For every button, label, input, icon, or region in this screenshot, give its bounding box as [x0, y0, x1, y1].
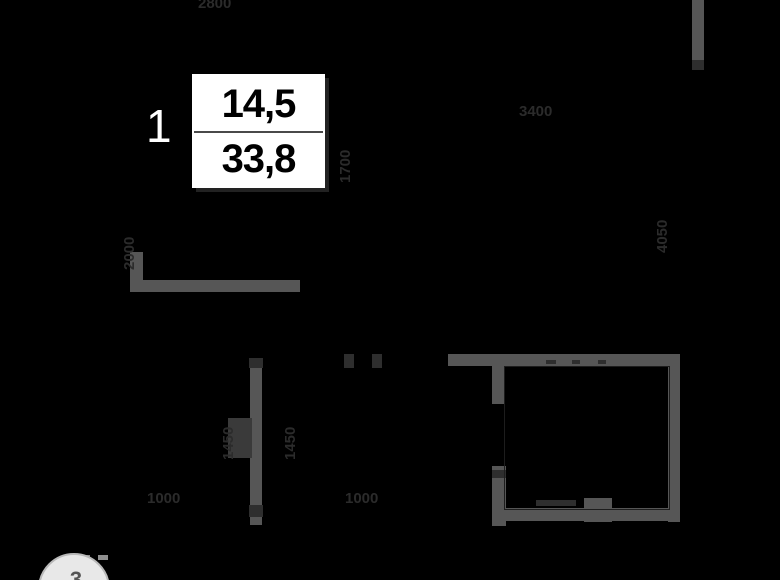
room-count-label: 1	[146, 100, 172, 152]
wall-segment-left-horizontal	[130, 280, 300, 292]
plan-marker-number: 3	[69, 567, 83, 580]
wall-segment-center-vertical-cap-top	[249, 358, 263, 368]
room-wall-bottom-right	[600, 508, 680, 521]
dim-bottom-center: 1000	[345, 490, 379, 507]
living-area-value: 14,5	[221, 81, 297, 126]
dim-center-vertical: 1700	[337, 149, 354, 183]
room-top-opening-left	[546, 360, 556, 364]
wall-block-left-of-center	[228, 418, 252, 458]
room-wall-left-tstub-notch	[492, 470, 506, 478]
wall-segment-top-right-foot	[692, 60, 704, 70]
dim-right-upper: 3400	[519, 103, 553, 120]
dim-mid-left-vertical: 1450	[220, 426, 237, 460]
room-bottom-opening	[536, 500, 576, 506]
room-wall-right	[668, 354, 680, 522]
dim-mid-right-vertical: 1450	[282, 426, 299, 460]
room-wall-bottom-left	[492, 508, 592, 521]
dim-left-vertical: 2000	[121, 236, 138, 270]
area-card-divider	[194, 131, 323, 133]
room-inner-outline	[504, 366, 670, 510]
dim-bottom-left: 1000	[147, 490, 181, 507]
room-top-opening-mid	[572, 360, 580, 364]
door-jamb-left	[344, 354, 354, 368]
marker-tick-right	[98, 555, 108, 560]
wall-segment-top-right	[692, 0, 704, 68]
wall-segment-center-vertical	[250, 358, 262, 525]
room-wall-left-upper	[492, 354, 504, 404]
dim-right-vertical: 4050	[654, 219, 671, 253]
area-label-card[interactable]: 14,5 33,8	[192, 74, 325, 188]
room-wall-left-tstub	[492, 466, 506, 526]
room-top-opening-right	[598, 360, 606, 364]
wall-segment-center-vertical-cap-bottom	[249, 505, 263, 517]
dim-top-center: 2800	[198, 0, 232, 12]
door-jamb-right	[372, 354, 382, 368]
room-wall-top-inner	[500, 354, 680, 366]
total-area-value: 33,8	[221, 136, 297, 181]
